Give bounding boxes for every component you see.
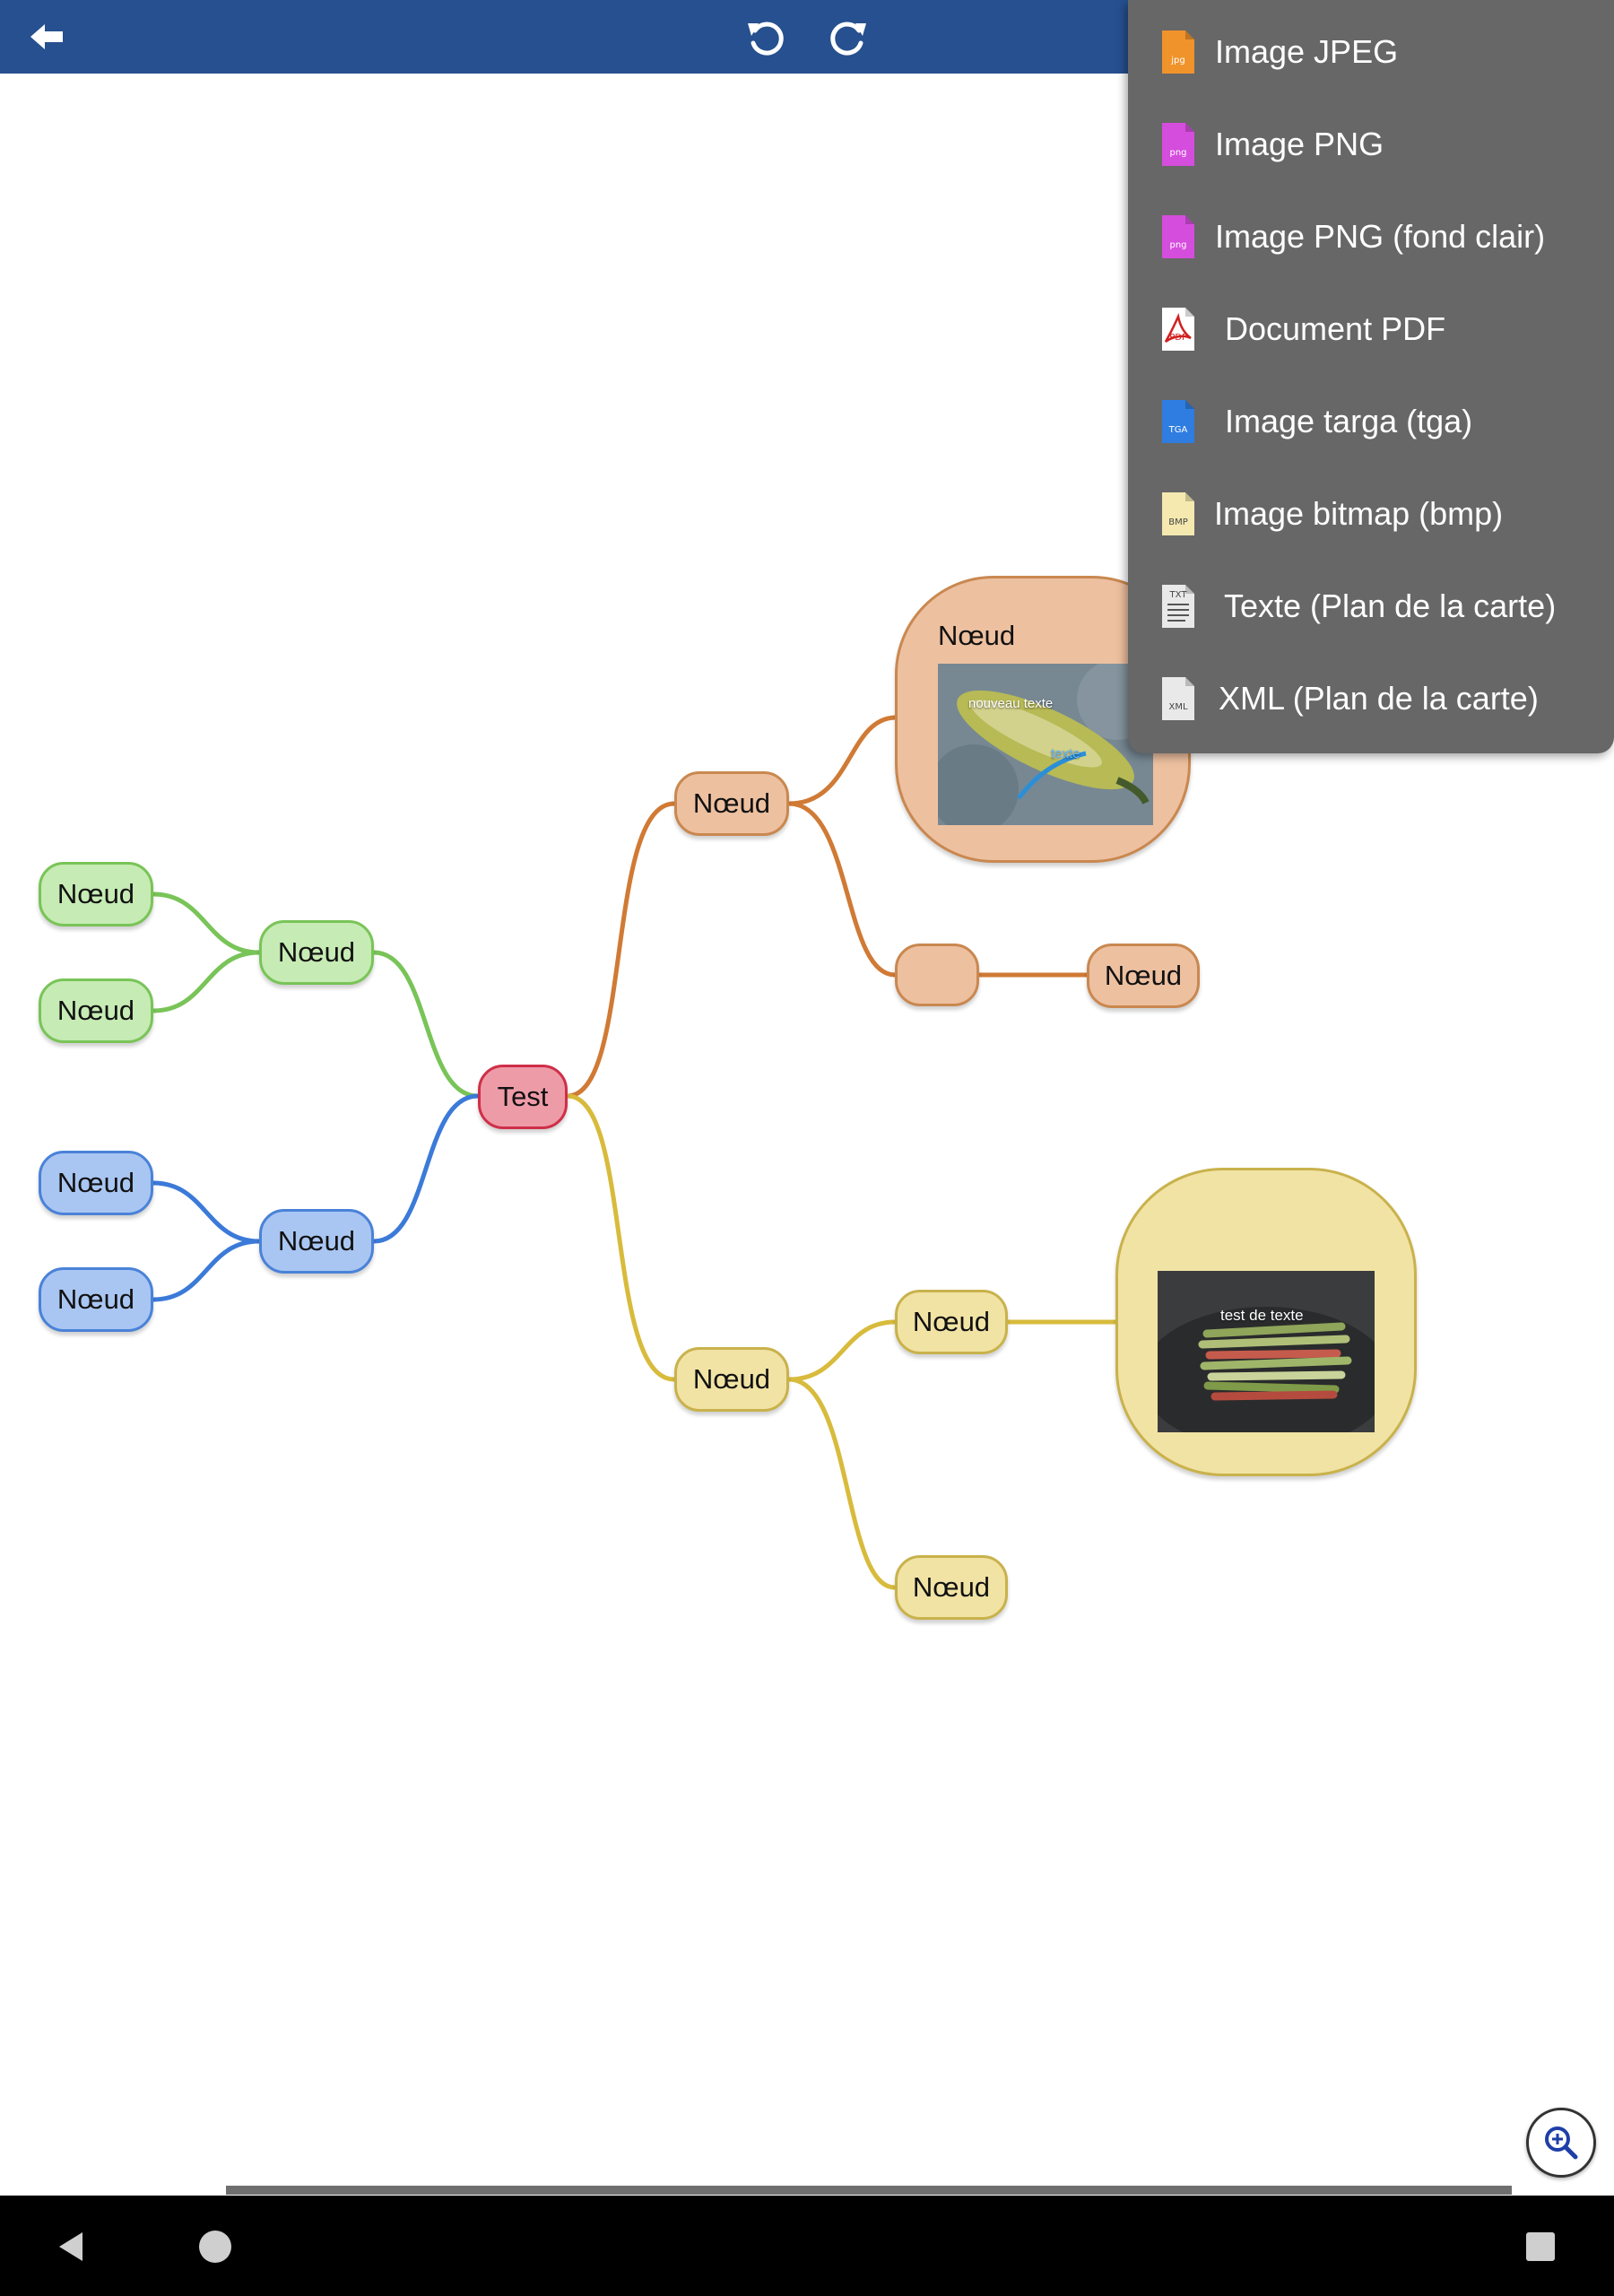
export-menu-item[interactable]: jpg Image JPEG <box>1128 5 1614 98</box>
txt-file-icon: TXT <box>1162 584 1194 628</box>
node-label: Nœud <box>56 1167 135 1198</box>
file-badge: BMP <box>1168 517 1188 527</box>
node-yellow-child[interactable]: Nœud <box>895 1290 1008 1354</box>
node-label: Nœud <box>1104 960 1183 991</box>
node-label: Nœud <box>692 787 771 819</box>
node-label: Nœud <box>277 1225 356 1257</box>
zoom-in-button[interactable] <box>1526 2108 1596 2178</box>
tga-file-icon: TGA <box>1162 399 1194 443</box>
node-blue-branch[interactable]: Nœud <box>259 1209 374 1274</box>
file-badge: XML <box>1168 702 1187 712</box>
png-file-icon: png <box>1162 214 1194 258</box>
link-root-blue <box>371 1093 481 1244</box>
node-yellow-child[interactable]: Nœud <box>895 1555 1008 1620</box>
image-caption: texte <box>1051 746 1080 761</box>
file-badge: TGA <box>1168 425 1188 435</box>
export-menu-item-label: Image bitmap (bmp) <box>1214 494 1504 532</box>
xml-file-icon: XML <box>1162 676 1194 720</box>
node-yellow-image[interactable]: test de texte <box>1115 1168 1417 1476</box>
zucchini-image: nouveau texte texte <box>938 664 1153 825</box>
link-yellow-child1 <box>786 1319 898 1382</box>
export-menu-item[interactable]: png Image PNG <box>1128 98 1614 190</box>
link-green-leaf2 <box>151 950 262 1013</box>
node-green-leaf[interactable]: Nœud <box>39 862 153 926</box>
export-menu-item[interactable]: TGA Image targa (tga) <box>1128 375 1614 467</box>
root-node-label: Test <box>497 1081 549 1112</box>
node-label: Nœud <box>912 1306 991 1337</box>
file-badge: PDF <box>1169 333 1187 343</box>
export-menu-item-label: Image JPEG <box>1215 32 1399 70</box>
export-menu-item-label: Image PNG <box>1215 125 1384 162</box>
file-badge: png <box>1169 240 1186 250</box>
node-blue-leaf[interactable]: Nœud <box>39 1151 153 1215</box>
node-green-branch[interactable]: Nœud <box>259 920 374 985</box>
image-caption: nouveau texte <box>968 696 1054 711</box>
file-badge: png <box>1169 148 1186 158</box>
node-label: Nœud <box>692 1363 771 1395</box>
node-label: Nœud <box>938 620 1016 651</box>
link-blue-leaf1 <box>151 1180 262 1244</box>
nav-recents-icon <box>1526 2232 1555 2261</box>
export-menu-item-label: Image PNG (fond clair) <box>1215 217 1546 255</box>
node-label: Nœud <box>56 1283 135 1315</box>
jpg-file-icon: jpg <box>1162 30 1194 74</box>
nav-recents-button[interactable] <box>1509 2215 1572 2278</box>
link-blue-leaf2 <box>151 1239 262 1302</box>
export-menu-item-label: XML (Plan de la carte) <box>1219 679 1539 717</box>
bmp-file-icon: BMP <box>1162 491 1194 535</box>
node-blue-leaf[interactable]: Nœud <box>39 1267 153 1332</box>
file-badge: jpg <box>1170 56 1184 65</box>
zoom-in-icon <box>1545 2126 1578 2160</box>
link-root-orange <box>565 801 677 1099</box>
nav-home-icon <box>199 2231 231 2263</box>
system-nav-bar <box>0 2196 1614 2296</box>
undo-button[interactable] <box>733 5 796 68</box>
nav-back-icon <box>59 2232 82 2261</box>
back-button[interactable] <box>16 5 79 68</box>
export-menu-item[interactable]: PDF Document PDF <box>1128 283 1614 375</box>
image-caption: test de texte <box>1220 1307 1304 1324</box>
link-orange-big <box>786 715 898 806</box>
horizontal-scrollbar[interactable] <box>226 2186 1512 2195</box>
export-menu-item[interactable]: BMP Image bitmap (bmp) <box>1128 467 1614 560</box>
link-root-green <box>371 950 481 1099</box>
link-yellow-child2 <box>786 1377 898 1590</box>
undo-icon <box>748 22 784 56</box>
export-menu-item-label: Image targa (tga) <box>1225 402 1473 439</box>
node-label: Nœud <box>277 936 356 968</box>
nav-back-button[interactable] <box>40 2215 103 2278</box>
png-file-icon: png <box>1162 122 1194 166</box>
node-label: Nœud <box>56 995 135 1026</box>
node-orange-empty[interactable] <box>895 944 979 1006</box>
node-orange-right[interactable]: Nœud <box>1087 944 1200 1008</box>
node-green-leaf[interactable]: Nœud <box>39 978 153 1043</box>
mindmap-canvas[interactable]: Test Nœud Nœud nouveau texte texte Nœud … <box>0 74 1614 2196</box>
back-arrow-icon <box>30 24 63 49</box>
export-menu-item[interactable]: png Image PNG (fond clair) <box>1128 190 1614 283</box>
mindmap-links <box>151 715 1118 1590</box>
nav-home-button[interactable] <box>184 2215 247 2278</box>
export-menu-item-label: Texte (Plan de la carte) <box>1224 587 1557 624</box>
export-menu-item[interactable]: TXT Texte (Plan de la carte) <box>1128 560 1614 652</box>
rhubarb-image: test de texte <box>1158 1271 1375 1432</box>
export-menu-item[interactable]: XML XML (Plan de la carte) <box>1128 652 1614 744</box>
link-orange-small <box>786 801 898 978</box>
link-root-yellow <box>565 1093 677 1382</box>
file-badge: TXT <box>1169 590 1188 600</box>
node-yellow-branch[interactable]: Nœud <box>674 1347 789 1412</box>
root-node[interactable]: Test <box>478 1065 568 1129</box>
node-label: Nœud <box>912 1571 991 1603</box>
redo-button[interactable] <box>818 5 881 68</box>
node-label: Nœud <box>56 878 135 909</box>
redo-icon <box>830 22 866 56</box>
node-orange-branch[interactable]: Nœud <box>674 771 789 836</box>
link-green-leaf1 <box>151 891 262 955</box>
pdf-file-icon: PDF <box>1162 307 1194 351</box>
export-menu-item-label: Document PDF <box>1225 309 1446 347</box>
